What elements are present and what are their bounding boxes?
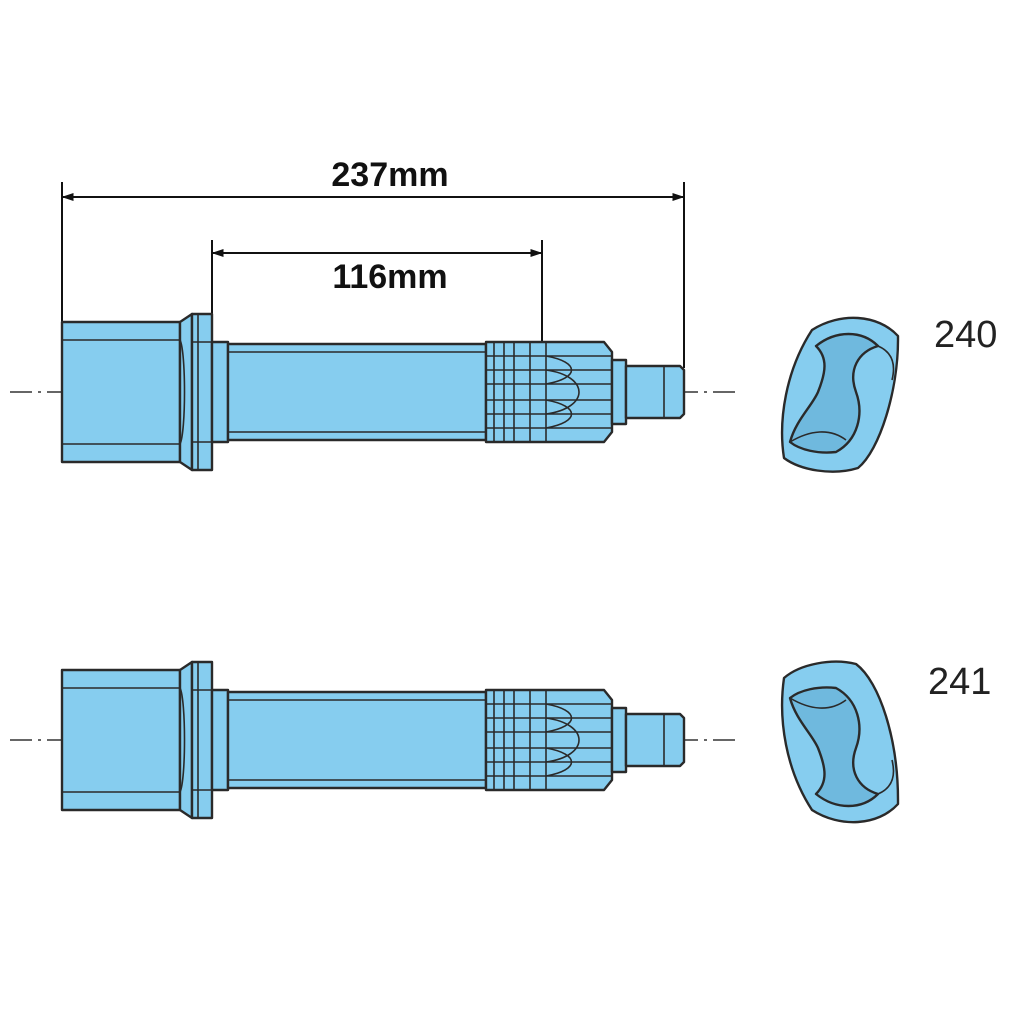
dimension-overall: 237mm xyxy=(61,156,685,368)
camshaft-240 xyxy=(10,312,735,472)
camshaft-241 xyxy=(10,660,735,820)
part-number-240: 240 xyxy=(934,314,997,356)
dimension-spline-to-flange: 116mm xyxy=(211,240,543,344)
cam-head-241 xyxy=(780,660,900,824)
cam-head-240 xyxy=(780,316,900,473)
dimension-spline-label: 116mm xyxy=(332,258,447,296)
dimension-overall-label: 237mm xyxy=(331,156,448,194)
part-number-241: 241 xyxy=(928,661,991,703)
